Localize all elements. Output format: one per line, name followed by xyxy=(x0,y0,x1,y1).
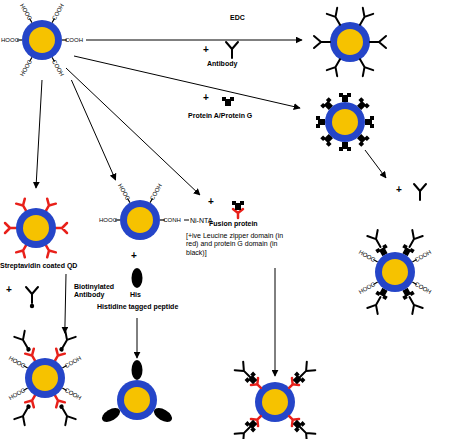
ligand-label: COOH xyxy=(413,281,432,295)
plus-sign: + xyxy=(131,250,137,262)
quantum-dot-node: Streptavidin coated QD xyxy=(0,188,110,274)
arrow xyxy=(137,318,138,358)
plus-sign: + xyxy=(203,92,209,104)
quantum-dot-shape xyxy=(0,333,90,423)
ligand-label: HOOC xyxy=(358,249,377,263)
protein-a-antibody-qd-decoration xyxy=(367,230,422,314)
ligand-label: COOH xyxy=(149,183,163,202)
ligand-label: COOH xyxy=(63,387,82,401)
ligand-label: HOOC xyxy=(1,37,19,43)
quantum-dot-core xyxy=(120,200,160,240)
arrow xyxy=(66,68,200,195)
quantum-dot-core xyxy=(25,358,65,398)
annotation-label: Fusion protein xyxy=(209,220,258,228)
ligand-label: HOOC xyxy=(19,58,33,77)
ligand-label: HOOC xyxy=(19,3,33,22)
quantum-dot-node: HOOC COOH HOOC COOH HOOC COOH xyxy=(0,0,84,80)
reaction-arrows xyxy=(66,40,386,376)
arrow xyxy=(86,40,302,41)
connector-arrow xyxy=(65,274,66,333)
reagent-icons xyxy=(26,42,426,308)
annotation-label: Antibody xyxy=(207,60,237,68)
antibody-conjugated-qd xyxy=(314,8,386,76)
ligand-label: COOH xyxy=(413,249,432,263)
node-caption: Streptavidin coated QD xyxy=(0,262,77,269)
ligand-label: CONH xyxy=(163,217,181,223)
annotation-label: [+ive Leucine zipper domain (in red) and… xyxy=(186,232,290,257)
ligand-label: HOOC xyxy=(117,183,131,202)
plus-sign: + xyxy=(6,284,12,296)
quantum-dot-core xyxy=(16,208,56,248)
annotation-label: Biotinylated Antibody xyxy=(74,283,126,300)
ligand-label: COOH xyxy=(63,355,82,369)
plus-sign: + xyxy=(396,184,402,196)
ligand-label: HOOC xyxy=(358,281,377,295)
ligand-label: COOH xyxy=(65,37,83,43)
ligand-label: HOOC xyxy=(99,217,117,223)
annotation-label: EDC xyxy=(230,14,245,22)
quantum-dot-shape xyxy=(0,188,110,274)
connector-arrow xyxy=(71,80,115,180)
arrow xyxy=(365,150,386,178)
histidine-peptide-qd xyxy=(100,360,175,425)
annotation-label: Histidine tagged peptide xyxy=(97,303,178,311)
bond-dash xyxy=(184,220,189,221)
quantum-dot-shape xyxy=(350,227,440,317)
quantum-dot-core xyxy=(22,20,62,60)
ligand-label: COOH xyxy=(51,58,65,77)
ligand-label: HOOC xyxy=(8,355,27,369)
quantum-dot-node: HOOC COOH HOOC COOH xyxy=(0,333,90,423)
plus-sign: + xyxy=(208,196,214,208)
connector-arrow xyxy=(36,80,42,188)
ligand-label: HOOC xyxy=(8,387,27,401)
annotation-label: His xyxy=(130,291,141,299)
quantum-dot-core xyxy=(375,252,415,292)
leucine-zipper-qd xyxy=(235,362,316,439)
arrow xyxy=(275,268,276,376)
quantum-dot-node: HOOC COOH HOOC COOH xyxy=(350,227,440,317)
plus-sign: + xyxy=(203,44,209,56)
carboxyl-ligands xyxy=(17,18,67,61)
annotation-label: Protein A/Protein G xyxy=(188,112,252,120)
streptavidin-coating xyxy=(5,199,67,258)
ligand-label: COOH xyxy=(51,3,65,22)
protein-a-qd xyxy=(316,93,374,151)
arrow xyxy=(74,56,300,108)
biotin-antibody-qd-decoration xyxy=(14,331,75,425)
